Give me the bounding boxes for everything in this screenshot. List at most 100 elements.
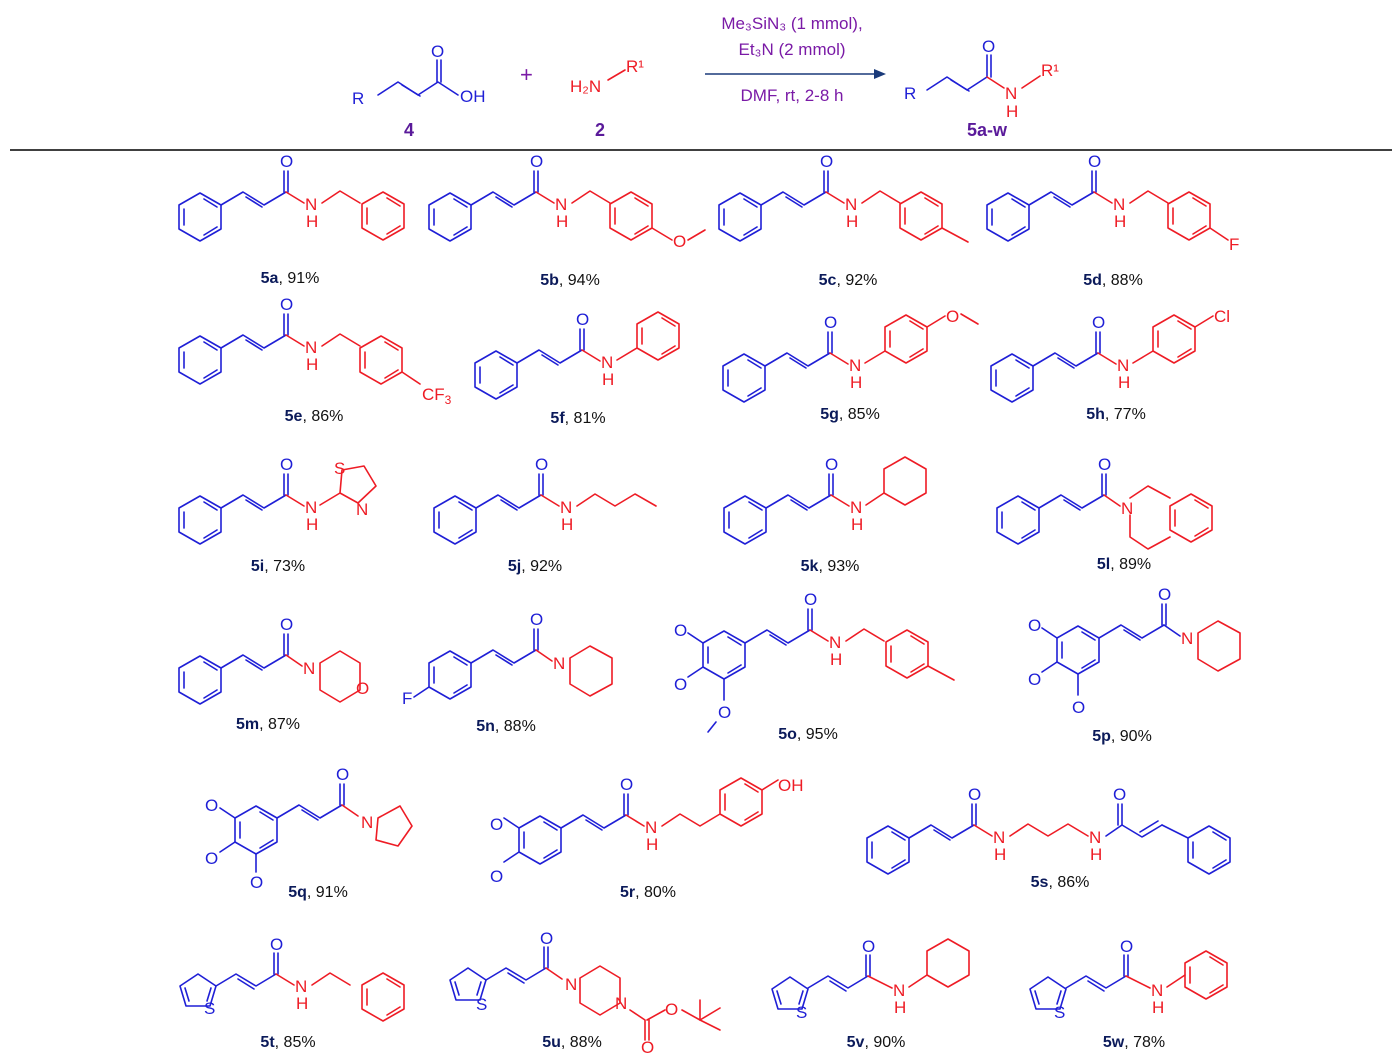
caption-5d: 5d, 88% xyxy=(1083,272,1143,289)
structure-5f: NH xyxy=(475,310,680,399)
caption-5q: 5q, 91% xyxy=(288,884,348,901)
svg-text:H: H xyxy=(894,998,906,1017)
conditions-solvent: DMF, rt, 2-8 h xyxy=(740,86,844,105)
svg-text:O: O xyxy=(641,1038,654,1053)
svg-text:N: N xyxy=(356,500,368,519)
plus-sign: + xyxy=(520,62,533,87)
product-r1-label: R¹ xyxy=(1041,61,1059,80)
structure-5h: NH Cl xyxy=(991,307,1230,402)
svg-text:N: N xyxy=(565,975,577,994)
svg-text:OH: OH xyxy=(778,776,804,795)
svg-text:H: H xyxy=(561,515,573,534)
reaction-arrow xyxy=(705,69,886,79)
svg-text:H: H xyxy=(851,515,863,534)
svg-text:O: O xyxy=(673,232,686,251)
caption-5h: 5h, 77% xyxy=(1086,406,1146,423)
structure-5u: S O N N O O xyxy=(449,929,721,1053)
structure-5v: S O NH xyxy=(771,937,970,1022)
svg-text:N: N xyxy=(1089,828,1101,847)
svg-text:H: H xyxy=(1114,212,1126,231)
caption-5u: 5u, 88% xyxy=(542,1034,602,1051)
structure-5k: NH xyxy=(724,455,927,544)
svg-text:N: N xyxy=(829,633,841,652)
structure-5r: O O NH OH xyxy=(490,775,804,886)
amine-r1-label: R¹ xyxy=(626,57,644,76)
caption-5f: 5f, 81% xyxy=(550,410,606,427)
structure-5s: NH NH O xyxy=(867,785,1231,875)
structure-5d: NH F xyxy=(987,152,1239,254)
reactant-amine-structure: H₂N R¹ xyxy=(570,57,644,96)
svg-text:H: H xyxy=(1090,845,1102,864)
svg-text:N: N xyxy=(893,981,905,1000)
caption-5a: 5a, 91% xyxy=(260,270,320,287)
acid-oxygen-label: O xyxy=(431,42,444,61)
svg-text:O: O xyxy=(1028,670,1041,689)
svg-text:H: H xyxy=(646,835,658,854)
svg-text:N: N xyxy=(1121,499,1133,518)
product-structure: O R N H R¹ xyxy=(904,37,1059,121)
svg-text:O: O xyxy=(490,867,503,886)
svg-text:N: N xyxy=(601,353,613,372)
svg-text:H: H xyxy=(846,212,858,231)
svg-text:N: N xyxy=(849,356,861,375)
svg-text:S: S xyxy=(204,999,215,1018)
svg-text:N: N xyxy=(993,828,1005,847)
svg-text:O: O xyxy=(674,675,687,694)
svg-text:N: N xyxy=(553,654,565,673)
reactant-acid-structure: O OH R xyxy=(352,42,486,108)
caption-5e: 5e, 86% xyxy=(284,408,344,425)
svg-text:F: F xyxy=(1229,235,1239,254)
svg-text:H: H xyxy=(306,212,318,231)
svg-text:N: N xyxy=(305,195,317,214)
svg-text:N: N xyxy=(555,195,567,214)
svg-text:H: H xyxy=(556,212,568,231)
svg-text:S: S xyxy=(796,1003,807,1022)
structure-5m: N O xyxy=(179,615,369,704)
structure-5b: NH O xyxy=(429,152,706,251)
svg-text:N: N xyxy=(845,195,857,214)
structure-5l: N xyxy=(997,455,1213,550)
svg-text:CF3: CF3 xyxy=(422,385,452,407)
svg-text:O: O xyxy=(205,796,218,815)
svg-text:O: O xyxy=(1072,698,1085,717)
acid-oh-label: OH xyxy=(460,87,486,106)
structure-5g: NH O xyxy=(723,307,979,402)
caption-5k: 5k, 93% xyxy=(800,558,860,575)
structure-5e: NH CF3 xyxy=(179,295,452,407)
svg-text:N: N xyxy=(305,498,317,517)
caption-5s: 5s, 86% xyxy=(1030,874,1090,891)
svg-text:H: H xyxy=(1152,998,1164,1017)
svg-text:S: S xyxy=(476,995,487,1014)
svg-text:O: O xyxy=(270,935,283,954)
svg-text:N: N xyxy=(295,977,307,996)
svg-text:H: H xyxy=(602,370,614,389)
svg-text:H: H xyxy=(830,650,842,669)
svg-text:N: N xyxy=(560,498,572,517)
caption-5g: 5g, 85% xyxy=(820,406,880,423)
svg-text:O: O xyxy=(674,621,687,640)
structure-5n: F N xyxy=(402,610,613,708)
svg-text:N: N xyxy=(361,813,373,832)
svg-text:O: O xyxy=(490,815,503,834)
structure-5i: NH S N xyxy=(179,455,377,544)
reactant-acid-label: 4 xyxy=(404,120,414,140)
caption-5l: 5l, 89% xyxy=(1096,556,1152,573)
svg-text:H: H xyxy=(994,845,1006,864)
svg-text:O: O xyxy=(1028,616,1041,635)
svg-text:O: O xyxy=(718,703,731,722)
caption-5j: 5j, 92% xyxy=(507,558,563,575)
svg-text:S: S xyxy=(334,459,345,478)
acid-r-label: R xyxy=(352,89,364,108)
svg-text:O: O xyxy=(1120,937,1133,956)
caption-5p: 5p, 90% xyxy=(1092,728,1152,745)
caption-5c: 5c, 92% xyxy=(818,272,878,289)
svg-text:N: N xyxy=(615,994,627,1013)
svg-text:O: O xyxy=(356,679,369,698)
svg-text:F: F xyxy=(402,689,412,708)
svg-text:N: N xyxy=(1113,195,1125,214)
structure-5p: O O O N xyxy=(1028,585,1241,717)
product-n-label: N xyxy=(1005,84,1017,103)
structure-5a: NH xyxy=(179,152,405,241)
caption-5b: 5b, 94% xyxy=(540,272,600,289)
conditions-reagent-2: Et₃N (2 mmol) xyxy=(738,40,846,59)
